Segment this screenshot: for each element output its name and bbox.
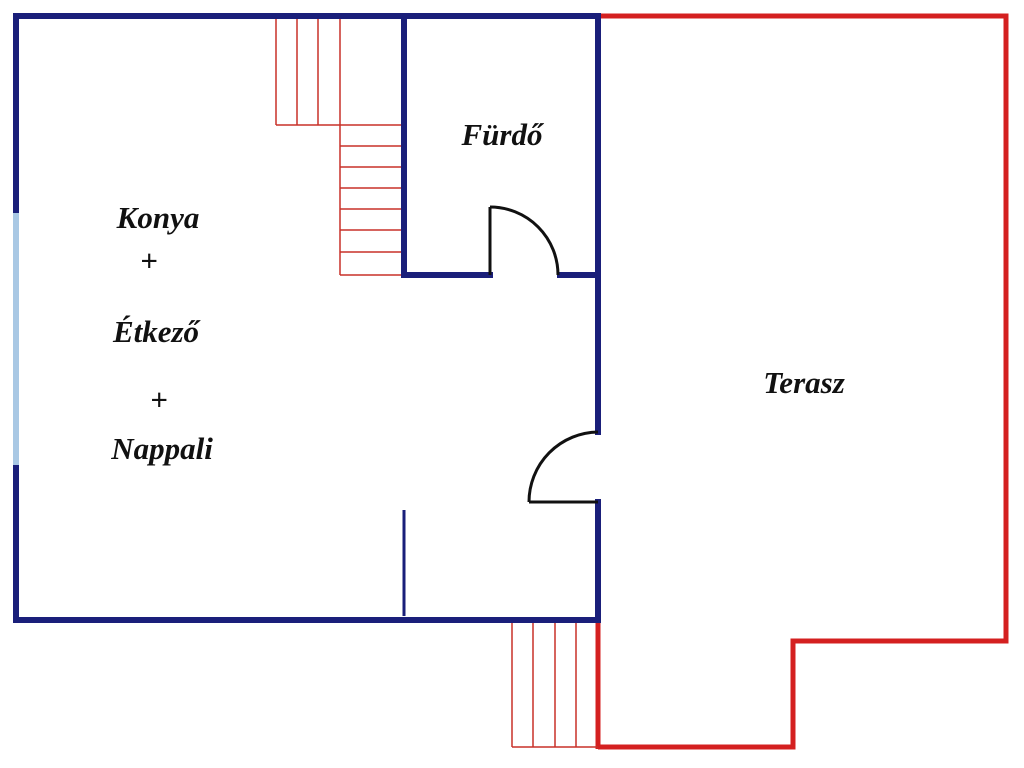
upper-staircase (275, 18, 402, 276)
kitchen-label-plus2: + (150, 382, 168, 417)
bathroom-door (488, 205, 560, 276)
terrace-label: Terasz (763, 365, 845, 400)
terrace-door (527, 430, 599, 504)
terrace-outline (598, 13, 1009, 750)
kitchen-label-plus1: + (140, 243, 158, 278)
kitchen-label-line3: Nappali (110, 431, 213, 466)
entrance-steps (511, 622, 598, 748)
interior-walls (13, 13, 601, 623)
kitchen-label-line2: Étkező (112, 314, 202, 349)
bathroom-label: Fürdő (461, 117, 545, 152)
kitchen-label-line1: Konya (116, 200, 200, 235)
